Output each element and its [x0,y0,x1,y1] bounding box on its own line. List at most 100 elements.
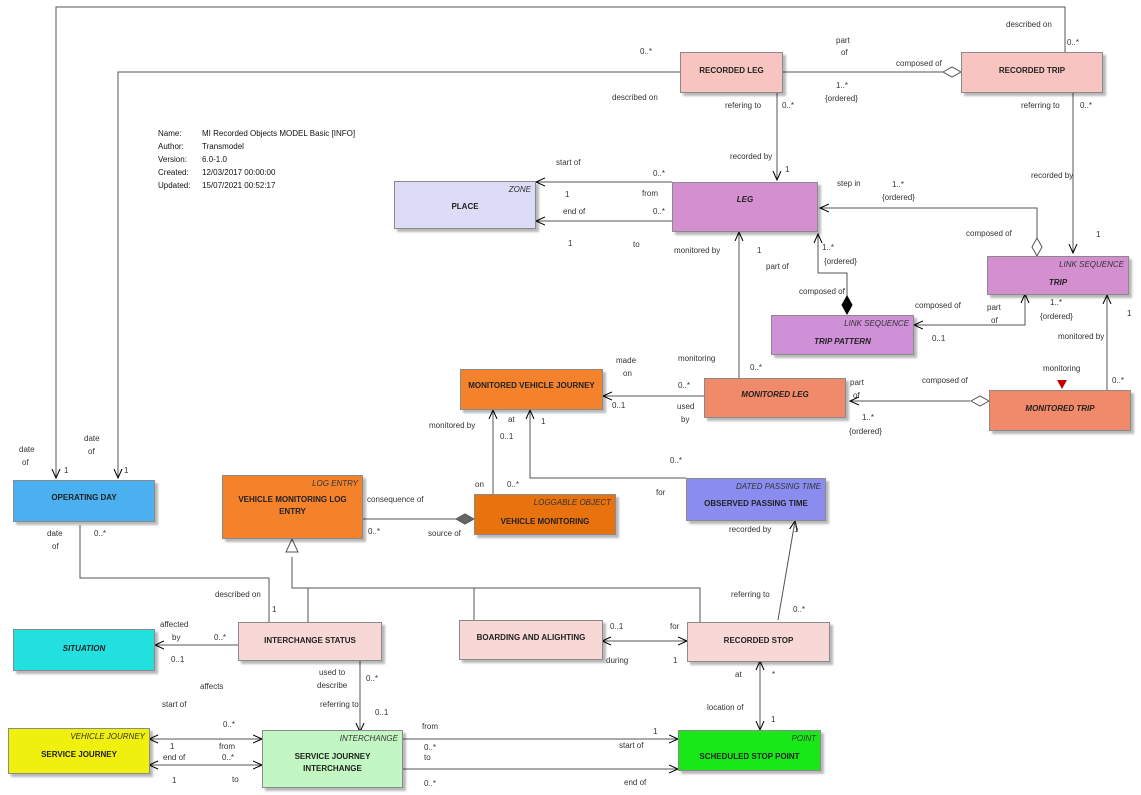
multiplicity-label: 0..1 [500,432,514,441]
role-label: described on [612,93,658,102]
box-stop-point-stereotype: POINT [791,734,816,743]
role-label: affects [200,682,224,691]
role-label: recorded by [1031,171,1074,180]
box-service-journey-interchange[interactable]: INTERCHANGE SERVICE JOURNEY INTERCHANGE [262,730,403,788]
edge-recorded-leg-operating-day [118,71,680,478]
meta-author-label: Author: [158,142,184,151]
diamond-trip-pattern [841,294,853,316]
multiplicity-label: 1..* [836,81,849,90]
box-recorded-trip[interactable]: RECORDED TRIP [961,52,1103,93]
multiplicity-label: 0..* [640,47,653,56]
box-monitored-leg[interactable]: MONITORED LEG [704,378,846,418]
role-label: on [475,480,484,489]
role-label: part [850,378,864,387]
multiplicity-label: 1 [272,605,277,614]
role-label: monitoring [678,354,716,363]
multiplicity-label: 1 [1127,309,1132,318]
multiplicity-label: 0..* [424,743,437,752]
multiplicity-label: 0..* [793,605,806,614]
role-label: to [633,240,640,249]
role-label: referring to [320,700,359,709]
role-label: refering to [725,101,762,110]
diagram-metadata: Name:MI Recorded Objects MODEL Basic [IN… [158,127,398,193]
multiplicity-label: 0..* [366,674,379,683]
role-label: described on [1006,20,1052,29]
box-interchange-status[interactable]: INTERCHANGE STATUS [238,622,382,661]
box-scheduled-stop-point[interactable]: POINT SCHEDULED STOP POINT [678,730,821,771]
role-label: part [836,36,850,45]
multiplicity-label: 1 [565,190,570,199]
role-label: source of [428,529,461,538]
box-operating-day[interactable]: OPERATING DAY [13,480,155,522]
role-label: at [508,415,515,424]
role-label: start of [162,700,187,709]
box-trip-stereotype: LINK SEQUENCE [1059,260,1124,269]
role-label: recorded by [730,152,773,161]
box-recorded-leg[interactable]: RECORDED LEG [680,52,783,93]
box-service-journey-stereotype: VEHICLE JOURNEY [70,732,145,741]
role-label: referring to [731,590,770,599]
role-label: step in [837,179,861,188]
multiplicity-label: 1 [794,525,799,534]
box-mvj-name: MONITORED VEHICLE JOURNEY [468,381,595,390]
role-label: made [616,356,637,365]
role-label: used to [319,668,346,677]
box-situation[interactable]: SITUATION [13,629,155,671]
box-recorded-stop[interactable]: RECORDED STOP [687,622,830,662]
multiplicity-label: 1..* [892,180,905,189]
role-label: of [841,48,848,57]
multiplicity-label: 1 [673,656,678,665]
multiplicity-label: 0..* [214,633,227,642]
box-interchange-status-name: INTERCHANGE STATUS [264,636,356,645]
box-recorded-stop-name: RECORDED STOP [723,636,794,645]
multiplicity-label: 1 [170,742,175,751]
multiplicity-label: 1 [124,466,129,475]
meta-name-label: Name: [158,129,182,138]
role-label: at [735,670,742,679]
box-vehicle-monitoring-log-entry[interactable]: LOG ENTRY VEHICLE MONITORING LOG ENTRY [222,475,363,539]
box-trip-pattern[interactable]: LINK SEQUENCE TRIP PATTERN [771,315,914,355]
box-leg[interactable]: LEG [672,182,818,232]
edge-trip-pattern-leg [818,234,848,296]
box-leg-name: LEG [736,195,754,204]
multiplicity-label: 1..* [862,413,875,422]
role-label: for [656,488,666,497]
multiplicity-label: 0..1 [612,401,626,410]
role-label: monitoring [1043,364,1081,373]
box-service-journey[interactable]: VEHICLE JOURNEY SERVICE JOURNEY [8,728,150,774]
box-trip[interactable]: LINK SEQUENCE TRIP [987,256,1129,295]
role-label: end of [624,778,647,787]
role-label: of [22,458,29,467]
box-recorded-trip-name: RECORDED TRIP [998,66,1066,75]
meta-version-label: Version: [158,155,187,164]
multiplicity-label: 0..* [678,381,691,390]
box-monitored-vehicle-journey[interactable]: MONITORED VEHICLE JOURNEY [460,369,603,410]
role-label: monitored by [1058,332,1105,341]
box-monitored-trip[interactable]: MONITORED TRIP [989,390,1131,431]
box-boarding-and-alighting[interactable]: BOARDING AND ALIGHTING [459,620,603,660]
role-label: date [19,445,35,454]
multiplicity-label: 0..1 [932,334,946,343]
role-label: from [219,742,235,751]
role-label: end of [163,753,186,762]
multiplicity-label: 0..* [1112,376,1125,385]
role-label: from [422,722,438,731]
multiplicity-label: 0..* [223,720,236,729]
constraint-label: {ordered} [1040,312,1073,321]
box-place[interactable]: ZONE PLACE [394,181,536,229]
box-place-name: PLACE [451,202,479,211]
generalization-triangle [285,537,299,553]
diamond-vehicle-monitoring [454,513,476,525]
box-vehicle-monitoring[interactable]: LOGGABLE OBJECT VEHICLE MONITORING [474,494,616,535]
multiplicity-label: 1 [785,165,790,174]
box-trip-pattern-name: TRIP PATTERN [814,337,871,346]
edge-trip-trip-pattern [914,295,1025,325]
box-vehicle-monitoring-name: VEHICLE MONITORING [500,517,590,526]
box-observed-passing-time[interactable]: DATED PASSING TIME OBSERVED PASSING TIME [686,478,826,521]
diamond-recorded-trip [941,66,963,78]
box-boarding-and-alighting-name: BOARDING AND ALIGHTING [476,633,586,642]
edge-recorded-trip-operating-day [56,6,1066,478]
role-label: of [88,447,95,456]
multiplicity-label: 0..* [507,480,520,489]
